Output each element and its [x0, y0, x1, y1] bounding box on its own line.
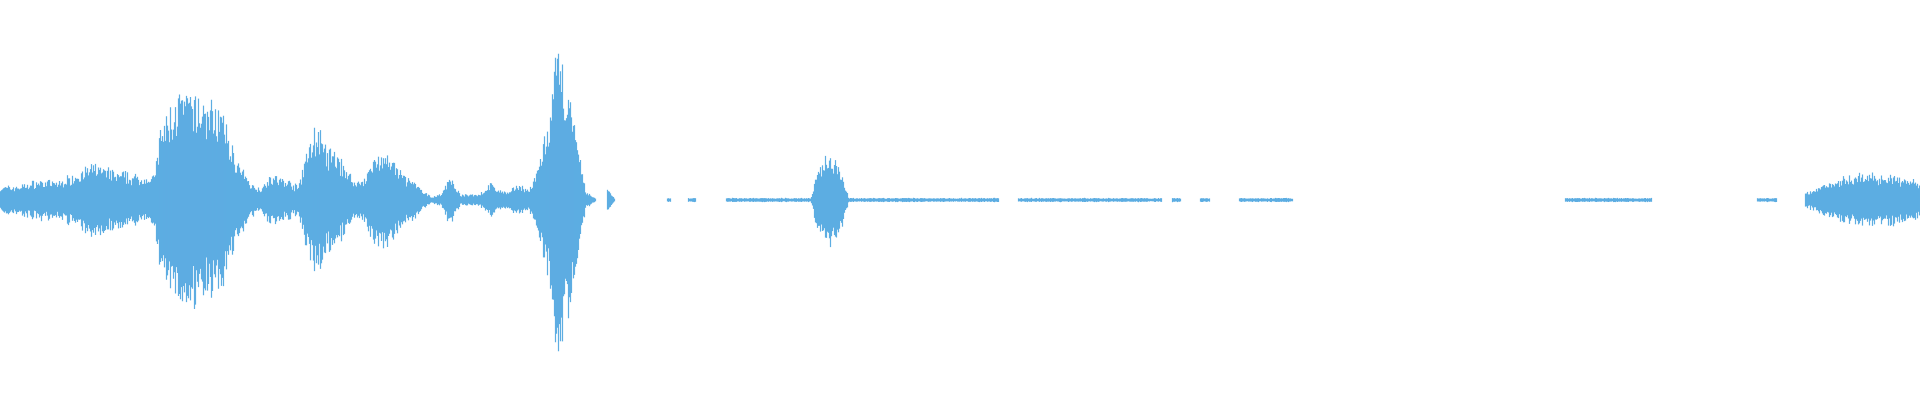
- waveform-samples: [0, 53, 1920, 352]
